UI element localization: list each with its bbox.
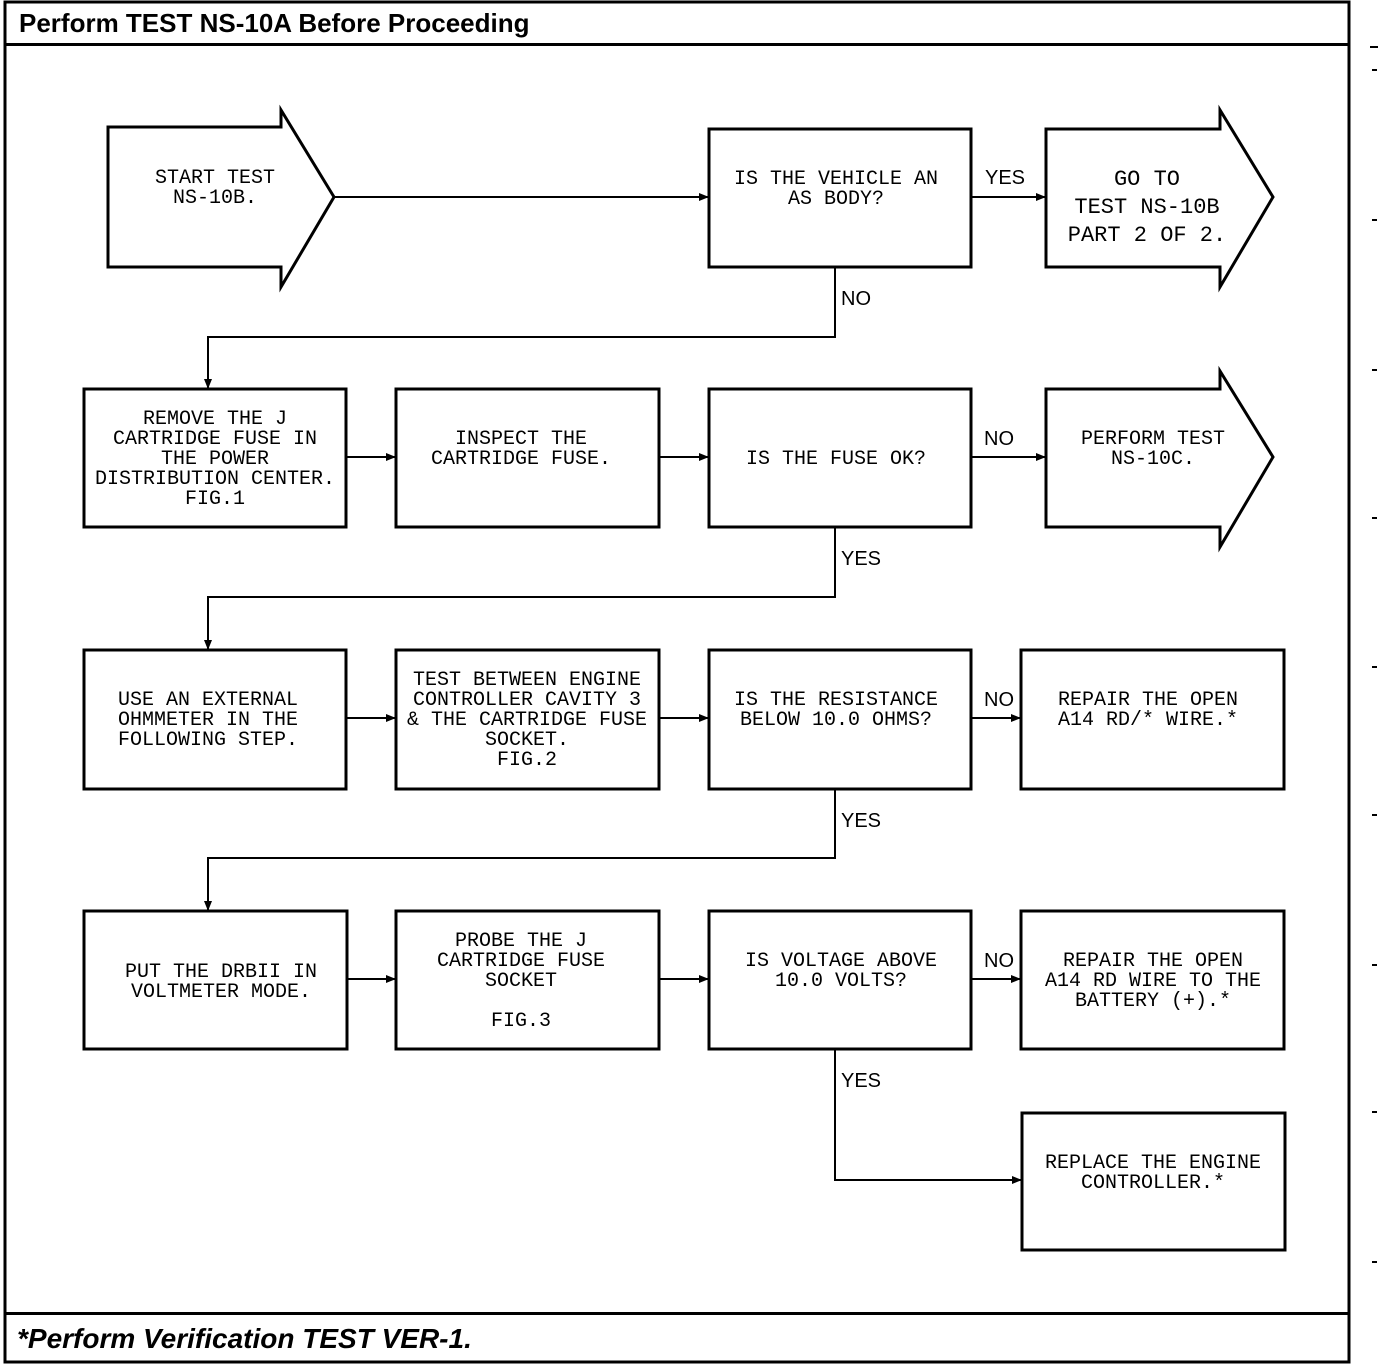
use-ohmmeter-box: [82, 648, 348, 791]
node-text-line: CONTROLLER CAVITY 3: [413, 689, 641, 712]
node-text-line: BATTERY (+).*: [1075, 990, 1231, 1013]
node-text-line: DISTRIBUTION CENTER.: [95, 468, 335, 491]
node-text-line: THE POWER: [161, 448, 269, 471]
node-text-line: FOLLOWING STEP.: [118, 729, 298, 752]
node-text-line: VOLTMETER MODE.: [131, 981, 311, 1004]
node-text-line: TEST NS-10B: [1074, 195, 1219, 220]
outer-border: [3, 0, 1351, 1364]
node-text-line: IS VOLTAGE ABOVE: [745, 950, 937, 973]
node-text-line: REMOVE THE J: [143, 408, 287, 431]
edge-qbody-no: [204, 267, 836, 389]
edge-qres-yes: [204, 789, 836, 911]
node-text-line: INSPECT THE: [455, 428, 587, 451]
node-text-line: FIG.1: [185, 488, 245, 511]
node-text-line: FIG.2: [497, 749, 557, 772]
margin-ticks: [1370, 46, 1378, 1263]
node-text-line: PUT THE DRBII IN: [125, 961, 317, 984]
node-text-line: A14 RD/* WIRE.*: [1058, 709, 1238, 732]
label-res-no: NO: [984, 689, 1014, 711]
node-text-line: USE AN EXTERNAL: [118, 689, 298, 712]
q-resistance-box: [707, 648, 973, 791]
node-text-line: PERFORM TEST: [1081, 428, 1225, 451]
node-text-line: CARTRIDGE FUSE.: [431, 448, 611, 471]
q-fuse-ok-text: IS THE FUSE OK?: [746, 448, 926, 471]
node-text-line: NS-10C.: [1111, 448, 1195, 471]
repair-rd-batt-box: [1019, 909, 1286, 1051]
node-text-line: SOCKET.: [485, 729, 569, 752]
footer-note: *Perform Verification TEST VER-1.: [17, 1323, 472, 1354]
node-text-line: AS BODY?: [788, 188, 884, 211]
label-fuse-no: NO: [984, 428, 1014, 450]
q-fuse-ok-box: [707, 387, 973, 529]
footer-bar: *Perform Verification TEST VER-1.: [5, 1312, 1349, 1362]
header-bar: Perform TEST NS-10A Before Proceeding: [5, 2, 1349, 46]
node-text-line: START TEST: [155, 167, 275, 190]
label-body-yes: YES: [985, 167, 1025, 189]
node-text-line: FIG.3: [491, 1010, 551, 1033]
label-body-no: NO: [841, 288, 871, 310]
q-voltage-box: [707, 909, 973, 1051]
q-body-box: [707, 127, 973, 269]
node-text-line: SOCKET: [485, 970, 557, 993]
test-between-box: [394, 648, 661, 791]
node-text-line: PART 2 OF 2.: [1068, 223, 1226, 248]
replace-controller-box: [1020, 1111, 1287, 1252]
node-text-line: A14 RD WIRE TO THE: [1045, 970, 1261, 993]
node-text-line: IS THE FUSE OK?: [746, 448, 926, 471]
node-text-line: IS THE VEHICLE AN: [734, 168, 938, 191]
edge-qfuse-yes: [204, 527, 836, 650]
node-text-line: TEST BETWEEN ENGINE: [413, 669, 641, 692]
node-text-line: REPLACE THE ENGINE: [1045, 1152, 1261, 1175]
node-text-line: CARTRIDGE FUSE IN: [113, 428, 317, 451]
node-text-line: PROBE THE J: [455, 930, 587, 953]
node-text-line: 10.0 VOLTS?: [775, 970, 907, 993]
node-text-line: REPAIR THE OPEN: [1063, 950, 1243, 973]
node-text-line: IS THE RESISTANCE: [734, 689, 938, 712]
label-res-yes: YES: [841, 810, 881, 832]
edge-qvolt-yes: [834, 1049, 1022, 1184]
node-text-line: CARTRIDGE FUSE: [437, 950, 605, 973]
node-text-line: NS-10B.: [173, 187, 257, 210]
label-volt-yes: YES: [841, 1070, 881, 1092]
goto-part2-text: GO TO TEST NS-10B PART 2 OF 2.: [1068, 167, 1226, 248]
goto-part2-arrow-shape: [1044, 104, 1275, 293]
node-text-line: OHMMETER IN THE: [118, 709, 298, 732]
repair-rd-star-box: [1019, 648, 1286, 791]
node-text-line: REPAIR THE OPEN: [1058, 689, 1238, 712]
perform-10c-arrow-shape: [1044, 365, 1275, 553]
header-title: Perform TEST NS-10A Before Proceeding: [19, 8, 530, 38]
node-text-line: GO TO: [1114, 167, 1180, 192]
label-fuse-yes: YES: [841, 548, 881, 570]
put-drbii-box: [82, 909, 349, 1051]
node-text-line: CONTROLLER.*: [1081, 1172, 1225, 1195]
node-text-line: BELOW 10.0 OHMS?: [740, 709, 932, 732]
node-text-line: & THE CARTRIDGE FUSE: [407, 709, 647, 732]
probe-socket-box: [394, 909, 661, 1051]
label-volt-no: NO: [984, 950, 1014, 972]
start-arrow-shape: [106, 104, 336, 293]
